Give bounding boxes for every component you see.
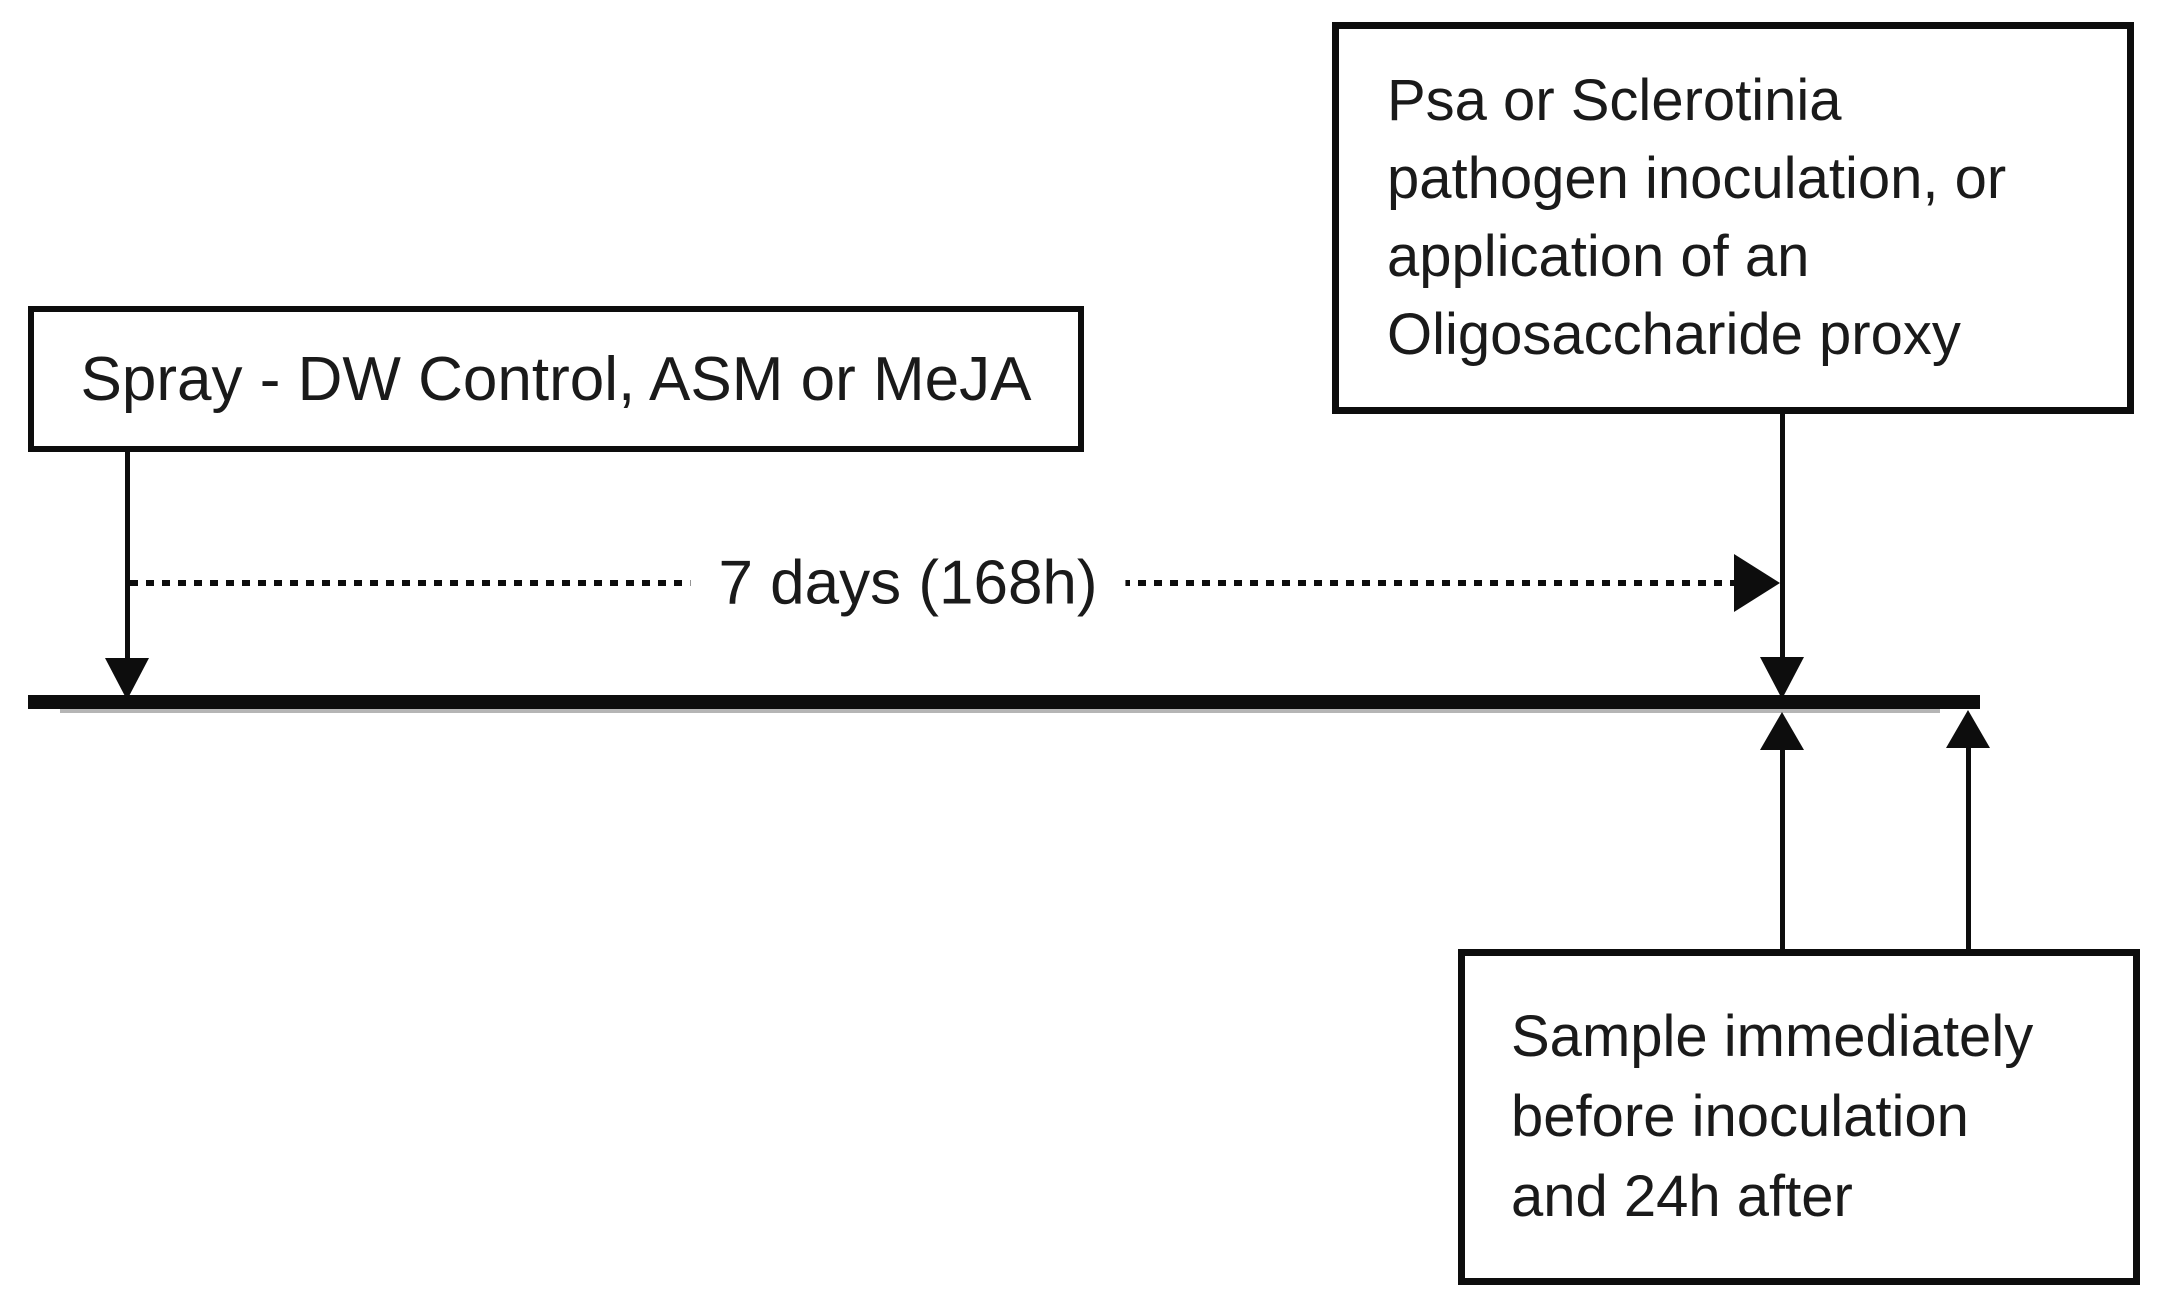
sample-timing-box: Sample immediately before inoculation an… [1458, 949, 2140, 1285]
arrowhead-right-icon [1734, 554, 1780, 612]
spray-treatment-label: Spray - DW Control, ASM or MeJA [80, 344, 1032, 414]
timeline [28, 695, 1980, 709]
inoculation-label-line: pathogen inoculation, or [1387, 146, 2007, 211]
arrowhead-down-icon [1760, 657, 1804, 699]
pathogen-inoculation-box: Psa or Sclerotinia pathogen inoculation,… [1332, 22, 2134, 414]
inoculation-label-line: Psa or Sclerotinia [1387, 68, 1842, 133]
sample-after-arrow-line [1966, 746, 1971, 949]
arrowhead-up-icon [1946, 710, 1990, 748]
sample-before-arrow-line [1780, 748, 1785, 949]
duration-label: 7 days (168h) [690, 543, 1126, 623]
timeline-shadow [60, 709, 1940, 713]
arrowhead-down-icon [105, 658, 149, 700]
inoculation-label-line: Oligosaccharide proxy [1387, 302, 1961, 367]
sample-label-line: before inoculation [1511, 1084, 1969, 1149]
spray-treatment-box: Spray - DW Control, ASM or MeJA [28, 306, 1084, 452]
sample-label-line: and 24h after [1511, 1164, 1853, 1229]
inoculation-to-timeline-arrow-line [1780, 412, 1785, 660]
spray-to-timeline-arrow-line [125, 452, 130, 660]
sample-label-line: Sample immediately [1511, 1004, 2034, 1069]
arrowhead-up-icon [1760, 712, 1804, 750]
inoculation-label-line: application of an [1387, 224, 1810, 289]
